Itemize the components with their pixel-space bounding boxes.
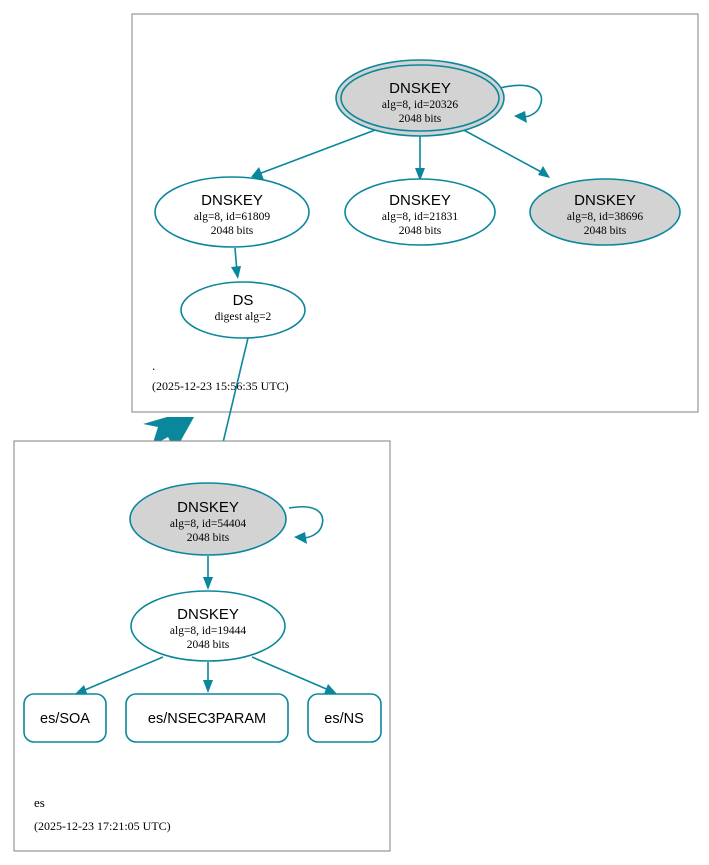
edge-es-ksk-self-signature [288, 506, 324, 544]
rrset-es-nsec3param[interactable]: es/NSEC3PARAM [125, 693, 289, 743]
root-zone-name: . [152, 358, 155, 373]
node-dnskey-20326[interactable]: DNSKEY alg=8, id=20326 2048 bits [335, 59, 505, 137]
node-dnskey-20326-alg: alg=8, id=20326 [382, 99, 458, 111]
node-dnskey-38696-title: DNSKEY [574, 192, 636, 209]
es-zone-name: es [34, 795, 45, 810]
node-dnskey-38696[interactable]: DNSKEY alg=8, id=38696 2048 bits [529, 178, 681, 246]
node-dnskey-19444-title: DNSKEY [177, 606, 239, 623]
node-dnskey-19444-size: 2048 bits [187, 639, 230, 651]
node-dnskey-19444-alg: alg=8, id=19444 [170, 625, 246, 637]
node-dnskey-61809[interactable]: DNSKEY alg=8, id=61809 2048 bits [154, 176, 310, 248]
node-dnskey-61809-title: DNSKEY [201, 192, 263, 209]
node-dnskey-54404-size: 2048 bits [187, 532, 230, 544]
rrset-es-soa[interactable]: es/SOA [23, 693, 107, 743]
node-dnskey-54404-ellipse [129, 482, 287, 556]
root-zone-timestamp: (2025-12-23 15:56:35 UTC) [152, 379, 289, 393]
node-ds-ellipse [180, 281, 306, 339]
edge-root-ksk-self-signature [499, 84, 543, 123]
edge-es-ksk-to-es-zsk [203, 556, 213, 590]
rrset-es-nsec3param-box [125, 693, 289, 743]
node-dnskey-38696-ellipse [529, 178, 681, 246]
node-dnskey-54404[interactable]: DNSKEY alg=8, id=54404 2048 bits [129, 482, 287, 556]
node-dnskey-20326-title: DNSKEY [389, 80, 451, 97]
node-dnskey-20326-inner-ellipse [340, 64, 500, 132]
node-dnskey-54404-alg: alg=8, id=54404 [170, 518, 246, 530]
node-dnskey-21831-ellipse [344, 178, 496, 246]
rrset-es-ns-label: es/NS [324, 711, 364, 727]
node-ds-title: DS [233, 292, 254, 309]
rrset-es-soa-label: es/SOA [40, 711, 90, 727]
node-dnskey-54404-title: DNSKEY [177, 499, 239, 516]
rrset-es-ns-box [307, 693, 382, 743]
node-dnskey-19444[interactable]: DNSKEY alg=8, id=19444 2048 bits [130, 590, 286, 662]
node-dnskey-61809-size: 2048 bits [211, 225, 254, 237]
edge-root-ksk-to-61809 [251, 126, 384, 180]
node-dnskey-61809-alg: alg=8, id=61809 [194, 211, 270, 223]
node-dnskey-38696-size: 2048 bits [584, 225, 627, 237]
node-dnskey-21831[interactable]: DNSKEY alg=8, id=21831 2048 bits [344, 178, 496, 246]
node-dnskey-20326-size: 2048 bits [399, 113, 442, 125]
edge-root-ksk-to-38696 [459, 127, 550, 178]
edge-es-zsk-to-ns [251, 656, 337, 694]
zone-cluster-root: . (2025-12-23 15:56:35 UTC) DNSKEY alg=8… [131, 13, 699, 413]
node-ds-digest: digest alg=2 [215, 311, 272, 323]
node-dnskey-21831-alg: alg=8, id=21831 [382, 211, 458, 223]
node-dnskey-21831-title: DNSKEY [389, 192, 451, 209]
node-dnskey-21831-size: 2048 bits [399, 225, 442, 237]
node-dnskey-61809-ellipse [154, 176, 310, 248]
es-zone-timestamp: (2025-12-23 17:21:05 UTC) [34, 819, 171, 833]
rrset-es-nsec3param-label: es/NSEC3PARAM [148, 711, 266, 727]
node-dnskey-38696-alg: alg=8, id=38696 [567, 211, 643, 223]
edge-root-ksk-to-21831 [415, 133, 425, 181]
zone-cluster-es: es (2025-12-23 17:21:05 UTC) DNSKEY alg=… [13, 440, 391, 852]
edge-61809-to-ds [231, 247, 241, 279]
node-dnskey-19444-ellipse [130, 590, 286, 662]
rrset-es-soa-box [23, 693, 107, 743]
node-ds-digest-alg-2[interactable]: DS digest alg=2 [180, 281, 306, 339]
rrset-es-ns[interactable]: es/NS [307, 693, 382, 743]
edge-es-zsk-to-nsec3param [203, 662, 213, 693]
